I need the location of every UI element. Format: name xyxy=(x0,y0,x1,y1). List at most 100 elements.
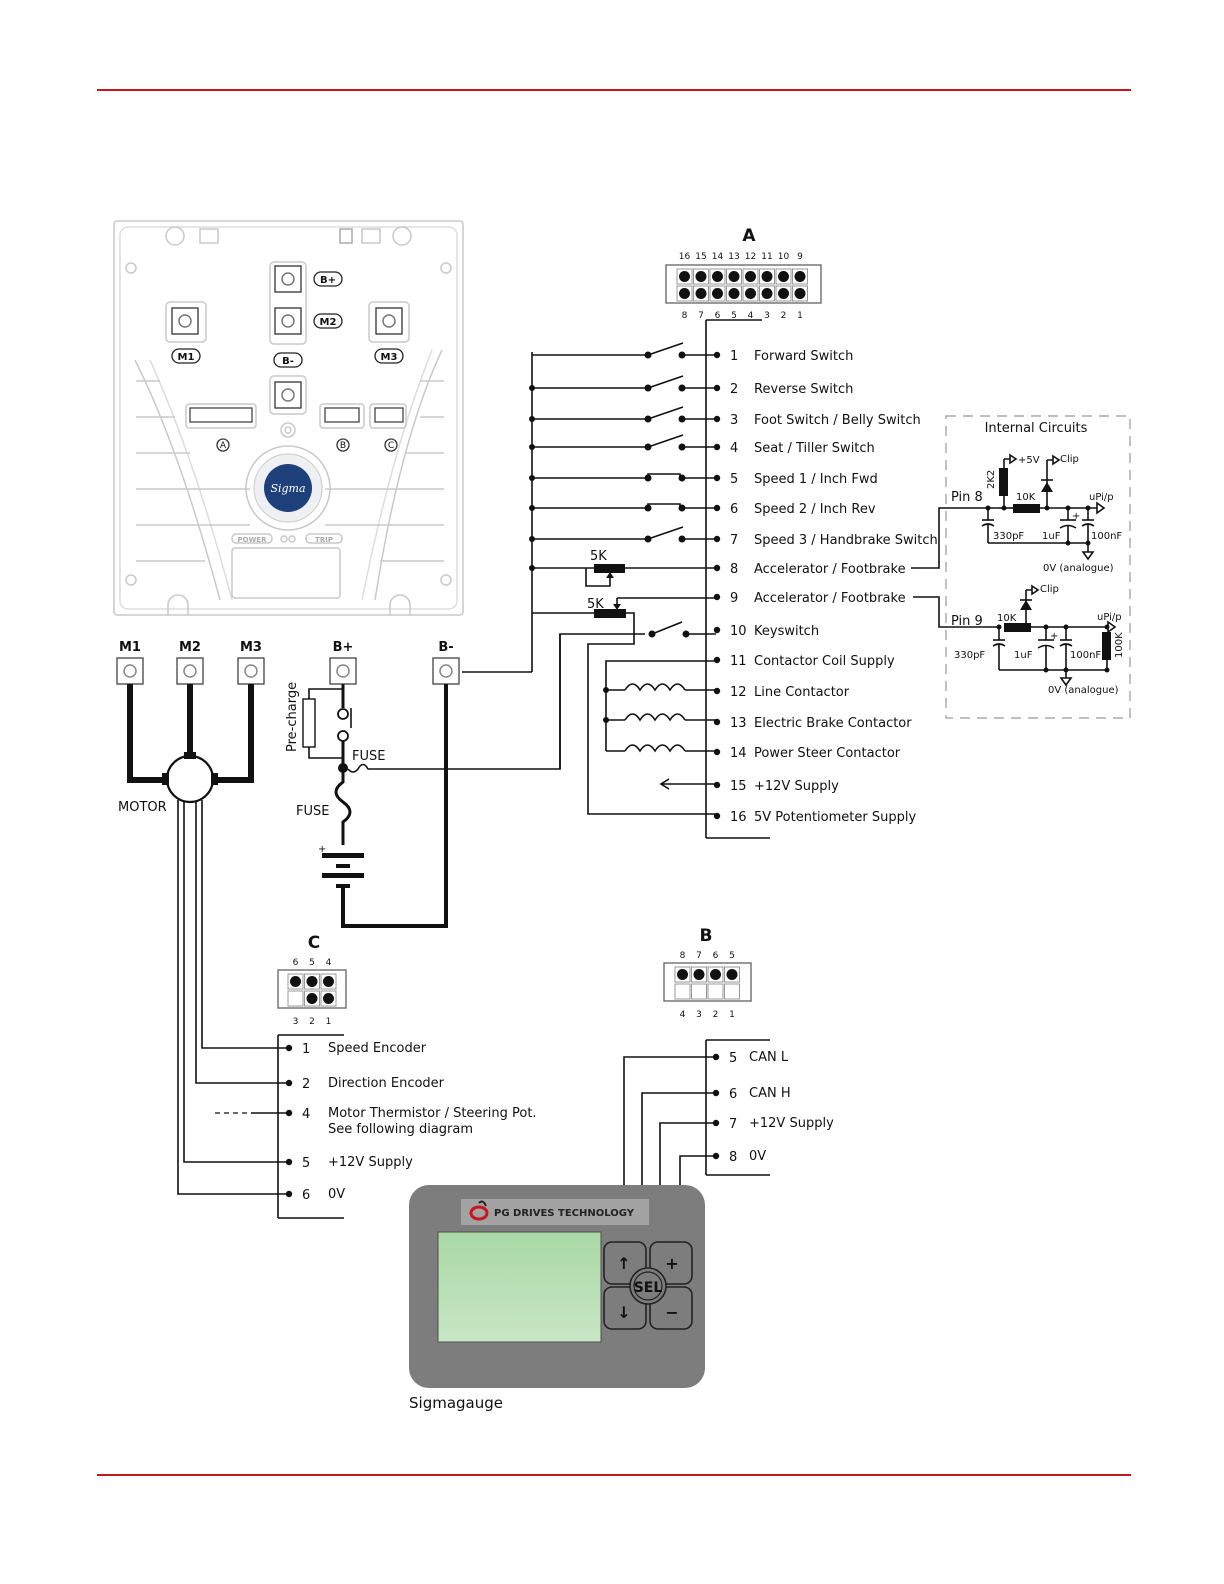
pin-dot xyxy=(745,271,756,282)
pin-number: 5 xyxy=(731,311,737,321)
connector-a-title: A xyxy=(742,226,756,246)
fuse-label-2: FUSE xyxy=(296,804,329,819)
terminal-bminus xyxy=(432,657,460,685)
terminal-dot xyxy=(285,1079,293,1087)
pin-dot xyxy=(778,288,789,299)
connector-b-title: B xyxy=(700,926,713,946)
pin-c-number: 4 xyxy=(302,1107,310,1122)
terminal-label-bminus: B- xyxy=(438,640,453,655)
pin-dot xyxy=(677,969,688,980)
pin-a-label: Reverse Switch xyxy=(754,382,853,397)
pin-dot xyxy=(695,271,707,282)
potentiometer-pin8: 5K xyxy=(532,549,716,587)
pin9-label: Pin 9 xyxy=(951,614,983,629)
terminal-dot xyxy=(712,1119,720,1127)
pin-dot xyxy=(761,271,773,282)
pin-b-label: 0V xyxy=(749,1149,766,1164)
contactor-coil xyxy=(624,713,686,722)
connector-cell xyxy=(287,990,304,1007)
pin8-gnd: 0V (analogue) xyxy=(1043,563,1114,574)
pin9-r-pulldown: 100K xyxy=(1114,632,1125,658)
controller-label-bplus: B+ xyxy=(320,275,336,286)
pin-number: 5 xyxy=(729,951,735,961)
pin-a-label: Forward Switch xyxy=(754,349,853,364)
pin9-clip: Clip xyxy=(1040,584,1059,595)
controller-label-b: B xyxy=(340,441,346,451)
pin-number: 6 xyxy=(715,311,721,321)
pin9-gnd: 0V (analogue) xyxy=(1048,685,1119,696)
pin-number: 9 xyxy=(797,252,803,262)
svg-text:+: + xyxy=(1072,511,1080,522)
pin-dot xyxy=(323,993,334,1004)
sel-button[interactable] xyxy=(629,1267,667,1305)
pin-a-label: +12V Supply xyxy=(754,779,839,794)
terminal-dot xyxy=(285,1158,293,1166)
pin-a-label: Speed 1 / Inch Fwd xyxy=(754,472,878,487)
contactor-coil xyxy=(624,683,686,692)
pin-number: 12 xyxy=(745,252,756,262)
keyswitch xyxy=(559,621,716,769)
sigma-logo xyxy=(264,464,312,512)
terminal-dot xyxy=(712,1053,720,1061)
pin-dot xyxy=(679,271,690,282)
closed-switch xyxy=(647,473,681,478)
pin-a-label: Seat / Tiller Switch xyxy=(754,441,875,456)
battery-plus-label: + xyxy=(318,844,326,855)
terminal-label-m3: M3 xyxy=(240,640,262,655)
pin-c-number: 1 xyxy=(302,1042,310,1057)
pin-a-number: 6 xyxy=(730,502,738,517)
pot-label-8: 5K xyxy=(590,549,607,564)
pin-number: 3 xyxy=(764,311,770,321)
terminal-m3 xyxy=(237,657,265,685)
pin-a-number: 10 xyxy=(730,624,747,639)
closed-switch xyxy=(647,503,681,508)
pin8-r-series: 10K xyxy=(1016,492,1036,503)
pin-b-label: CAN H xyxy=(749,1086,791,1101)
controller-label-m2: M2 xyxy=(320,317,337,328)
pin-number: 2 xyxy=(781,311,787,321)
pin-number: 4 xyxy=(326,958,332,968)
pin-a-label: Keyswitch xyxy=(754,624,819,639)
terminal-dot xyxy=(713,781,721,789)
terminal-dot xyxy=(713,443,721,451)
pin-number: 8 xyxy=(680,951,686,961)
contactor-coil xyxy=(624,744,686,753)
controller-terminal-bplus xyxy=(269,261,307,345)
open-switch xyxy=(647,375,684,389)
pin8-supply: +5V xyxy=(1018,455,1040,466)
connector-cell xyxy=(707,983,724,1000)
down-button-icon: ↓ xyxy=(617,1303,630,1322)
pin-a-number: 7 xyxy=(730,533,738,548)
terminal-dot xyxy=(285,1109,293,1117)
sigma-logo-text: Sigma xyxy=(270,482,305,495)
pin-number: 4 xyxy=(748,311,754,321)
terminal-label-m2: M2 xyxy=(179,640,201,655)
sel-button-label: SEL xyxy=(634,1280,663,1296)
controller-illustration: B+ M2 M1 M3 B- A B C xyxy=(113,220,464,616)
pin-a-label: Accelerator / Footbrake xyxy=(754,562,906,577)
pin-b-label: CAN L xyxy=(749,1050,789,1065)
supply-12v-arrow xyxy=(659,778,716,790)
pin9-c1: 330pF xyxy=(954,650,985,661)
pin-a-number: 14 xyxy=(730,746,747,761)
pin-dot xyxy=(712,288,723,299)
up-button-icon: ↑ xyxy=(617,1254,630,1273)
internal-circuits: Internal Circuits Pin 8 +5V 2K2 10K uPi/… xyxy=(913,415,1131,719)
brand-plate xyxy=(461,1199,649,1225)
terminal-dot xyxy=(713,384,721,392)
pin-a-number: 11 xyxy=(730,654,747,669)
pin-number: 16 xyxy=(679,252,691,262)
pin-number: 3 xyxy=(696,1010,702,1020)
pin-number: 3 xyxy=(293,1017,299,1027)
connector-cell xyxy=(724,983,740,1000)
pin-a-number: 4 xyxy=(730,441,738,456)
terminal-dot xyxy=(713,564,721,572)
power-led-label: POWER xyxy=(238,536,268,544)
pin-b-number: 7 xyxy=(729,1117,737,1132)
pin-dot xyxy=(794,271,806,282)
pin-a-number: 1 xyxy=(730,349,738,364)
trip-led-label: TRIP xyxy=(315,536,333,544)
